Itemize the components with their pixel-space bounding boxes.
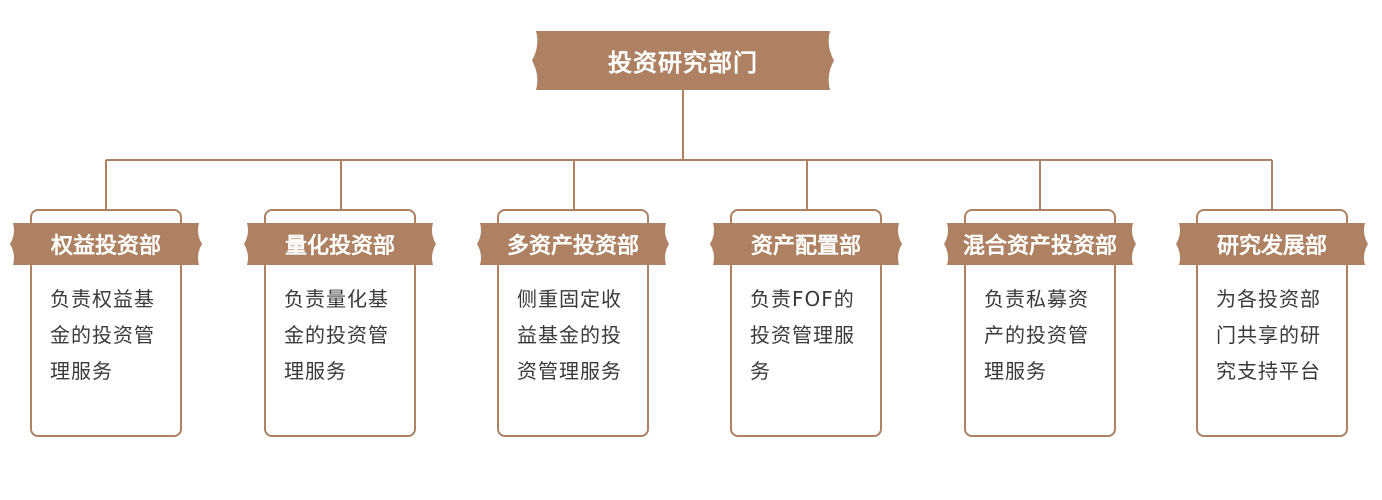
department-name: 资产配置部 [750, 234, 861, 259]
label-left-ornament [944, 223, 954, 265]
label-right-ornament [659, 223, 669, 265]
department-label: 权益投资部 [10, 223, 202, 265]
label-right-ornament [1126, 223, 1136, 265]
label-right-ornament [426, 223, 436, 265]
root-left-ornament [532, 31, 546, 90]
label-left-ornament [1176, 223, 1186, 265]
root-right-ornament [820, 31, 834, 90]
department-label: 研究发展部 [1176, 223, 1368, 265]
label-left-ornament [477, 223, 487, 265]
department-card-asset-allocation: 资产配置部 负责FOF的投资管理服务 [710, 209, 902, 437]
department-description: 侧重固定收益基金的投资管理服务 [517, 287, 622, 383]
department-description: 为各投资部门共享的研究支持平台 [1216, 287, 1321, 383]
department-label: 多资产投资部 [477, 223, 669, 265]
label-left-ornament [10, 223, 20, 265]
department-card-equity: 权益投资部 负责权益基金的投资管理服务 [10, 209, 202, 437]
department-description: 负责权益基金的投资管理服务 [50, 287, 155, 383]
label-left-ornament [244, 223, 254, 265]
label-right-ornament [1358, 223, 1368, 265]
department-label: 量化投资部 [244, 223, 436, 265]
department-description: 负责量化基金的投资管理服务 [284, 287, 389, 383]
department-card-hybrid-asset: 混合资产投资部 负责私募资产的投资管理服务 [944, 209, 1136, 437]
department-name: 多资产投资部 [506, 234, 639, 259]
root-title: 投资研究部门 [608, 49, 758, 77]
label-left-ornament [710, 223, 720, 265]
department-label: 资产配置部 [710, 223, 902, 265]
department-card-multi-asset: 多资产投资部 侧重固定收益基金的投资管理服务 [477, 209, 669, 437]
department-name: 研究发展部 [1216, 234, 1327, 259]
department-name: 量化投资部 [284, 234, 395, 259]
department-description: 负责FOF的投资管理服务 [750, 287, 855, 383]
label-right-ornament [192, 223, 202, 265]
department-label: 混合资产投资部 [944, 223, 1136, 265]
department-name: 权益投资部 [50, 234, 161, 259]
root-node: 投资研究部门 [532, 31, 834, 90]
department-card-research: 研究发展部 为各投资部门共享的研究支持平台 [1176, 209, 1368, 437]
department-description: 负责私募资产的投资管理服务 [984, 287, 1089, 383]
label-right-ornament [892, 223, 902, 265]
department-name: 混合资产投资部 [962, 234, 1117, 259]
department-card-quant: 量化投资部 负责量化基金的投资管理服务 [244, 209, 436, 437]
